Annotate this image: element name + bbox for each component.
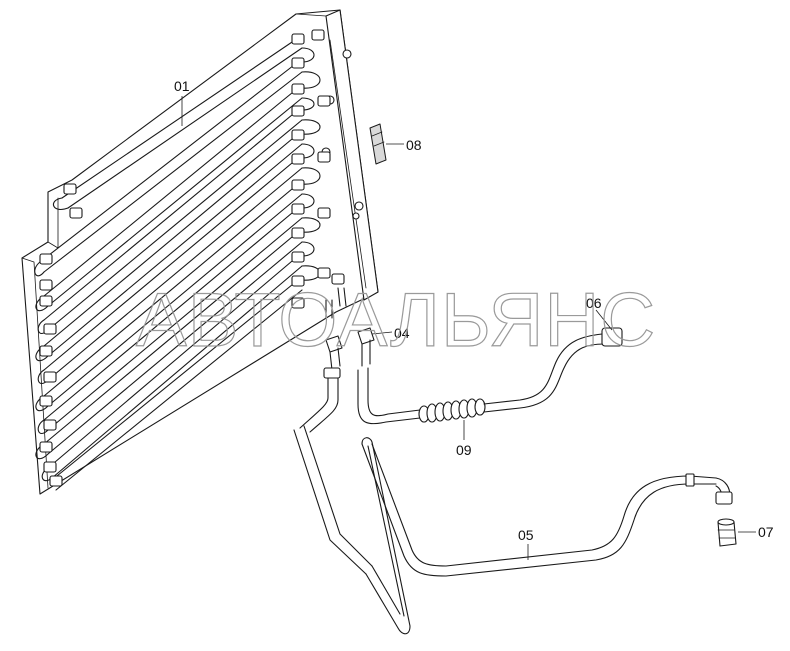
callout-04: 04 bbox=[394, 325, 410, 341]
leader-lines bbox=[181, 96, 756, 560]
cooler-side-flange bbox=[325, 9, 379, 301]
callout-07: 07 bbox=[758, 524, 774, 540]
callout-06: 06 bbox=[586, 295, 602, 311]
right-u-bends bbox=[301, 47, 321, 281]
corrugated-section bbox=[418, 398, 486, 423]
cooler-back-plate bbox=[21, 9, 379, 495]
part-08-sleeve bbox=[369, 123, 387, 165]
cooling-tubes bbox=[39, 37, 303, 491]
cooler-assembly bbox=[21, 9, 379, 495]
watermark-text: АВТОАЛЬЯНС bbox=[136, 278, 656, 363]
left-fittings bbox=[39, 183, 83, 487]
callout-09: 09 bbox=[456, 442, 472, 458]
outlet-stub-right bbox=[337, 287, 347, 307]
right-fittings bbox=[291, 29, 345, 309]
part-05-pipe bbox=[293, 367, 733, 635]
callout-08: 08 bbox=[406, 137, 422, 153]
callout-01: 01 bbox=[174, 78, 190, 94]
part-04-fittings bbox=[325, 327, 375, 371]
callout-05: 05 bbox=[518, 527, 534, 543]
part-07-cap bbox=[717, 518, 737, 547]
part-06-fitting bbox=[601, 327, 623, 347]
outlet-stub-left bbox=[325, 299, 333, 319]
part-09-hose bbox=[357, 327, 623, 425]
callout-labels: 01 08 04 06 09 05 07 bbox=[174, 78, 774, 543]
